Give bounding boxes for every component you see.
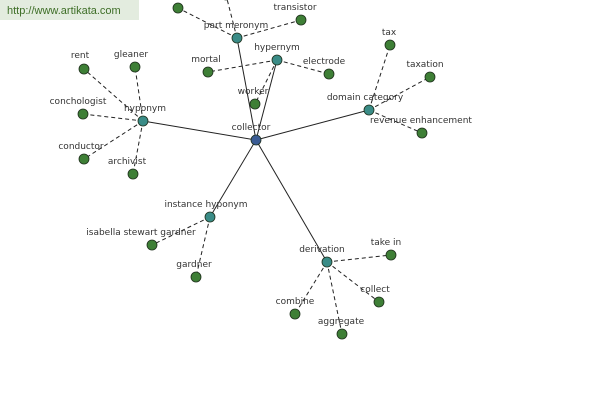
leaf-label-gleaner: gleaner bbox=[114, 50, 149, 60]
edge-hypernym-worker bbox=[254, 59, 278, 105]
edge-derivation-combine bbox=[294, 261, 328, 315]
edge-hyponym-rent bbox=[83, 68, 144, 122]
leaf-label-mortal: mortal bbox=[191, 55, 221, 65]
edge-derivation-take-in bbox=[326, 254, 392, 263]
relation-label-domain-category: domain category bbox=[327, 93, 404, 103]
relation-node-derivation[interactable] bbox=[321, 256, 333, 268]
leaf-node-unlabeled-0[interactable] bbox=[172, 2, 184, 14]
edge-hyponym-conchologist bbox=[82, 113, 144, 122]
edge-collector-part-meronym bbox=[236, 37, 257, 141]
leaf-node-gardner[interactable] bbox=[190, 271, 202, 283]
leaf-node-taxation[interactable] bbox=[424, 71, 436, 83]
leaf-label-rent: rent bbox=[71, 51, 90, 61]
edge-instance-hyponym-isabella-stewart-gardner bbox=[151, 216, 211, 246]
leaf-label-combine: combine bbox=[276, 297, 315, 307]
edge-hypernym-electrode bbox=[276, 59, 330, 75]
leaf-label-gardner: gardner bbox=[176, 260, 212, 270]
labels-layer: transistor part meronym mortal electrode wor… bbox=[50, 3, 473, 327]
edge-collector-instance-hyponym bbox=[209, 139, 257, 218]
leaf-node-tax[interactable] bbox=[384, 39, 396, 51]
leaf-label-taxation: taxation bbox=[406, 60, 443, 70]
leaf-label-take-in: take in bbox=[371, 238, 402, 248]
relation-label-derivation: derivation bbox=[299, 245, 345, 255]
edges-layer bbox=[82, 0, 431, 335]
leaf-label-revenue-enhancement: revenue enhancement bbox=[370, 116, 472, 126]
leaf-label-tax: tax bbox=[382, 28, 397, 38]
edge-collector-derivation bbox=[255, 139, 328, 263]
leaf-node-archivist[interactable] bbox=[127, 168, 139, 180]
watermark-link[interactable]: http://www.artikata.com bbox=[0, 0, 139, 20]
edge-collector-hypernym bbox=[255, 59, 278, 141]
leaf-node-isabella-stewart-gardner[interactable] bbox=[146, 239, 158, 251]
leaf-node-electrode[interactable] bbox=[323, 68, 335, 80]
leaf-node-combine[interactable] bbox=[289, 308, 301, 320]
leaf-node-collect[interactable] bbox=[373, 296, 385, 308]
leaf-label-conchologist: conchologist bbox=[50, 97, 107, 107]
leaf-label-collect: collect bbox=[360, 285, 390, 295]
center-node-collector[interactable] bbox=[250, 134, 262, 146]
leaf-label-isabella-stewart-gardner: isabella stewart gardner bbox=[86, 228, 196, 238]
leaf-label-transistor: transistor bbox=[273, 3, 316, 13]
leaf-label-aggregate: aggregate bbox=[318, 317, 365, 327]
leaf-node-revenue-enhancement[interactable] bbox=[416, 127, 428, 139]
leaf-node-rent[interactable] bbox=[78, 63, 90, 75]
relation-node-hypernym[interactable] bbox=[271, 54, 283, 66]
leaf-node-transistor[interactable] bbox=[295, 14, 307, 26]
relation-node-domain-category[interactable] bbox=[363, 104, 375, 116]
relation-label-part-meronym: part meronym bbox=[204, 21, 268, 31]
leaf-node-gleaner[interactable] bbox=[129, 61, 141, 73]
leaf-node-worker[interactable] bbox=[249, 98, 261, 110]
edge-hyponym-conductor bbox=[83, 120, 144, 160]
leaf-node-conductor[interactable] bbox=[78, 153, 90, 165]
edge-domain-category-tax bbox=[368, 44, 391, 111]
edge-hypernym-mortal bbox=[207, 59, 278, 73]
relation-node-part-meronym[interactable] bbox=[231, 32, 243, 44]
leaf-node-conchologist[interactable] bbox=[77, 108, 89, 120]
relation-label-hyponym: hyponym bbox=[124, 104, 166, 114]
leaf-node-mortal[interactable] bbox=[202, 66, 214, 78]
leaf-label-electrode: electrode bbox=[303, 57, 346, 67]
edge-part-meronym-unlabeled-1 bbox=[226, 0, 238, 39]
edge-derivation-collect bbox=[326, 261, 380, 303]
edge-collector-domain-category bbox=[255, 109, 370, 141]
edge-domain-category-taxation bbox=[368, 76, 431, 111]
leaf-node-take-in[interactable] bbox=[385, 249, 397, 261]
leaf-node-aggregate[interactable] bbox=[336, 328, 348, 340]
relation-label-instance-hyponym: instance hyponym bbox=[164, 200, 247, 210]
edge-hyponym-archivist bbox=[132, 120, 144, 175]
relation-node-hyponym[interactable] bbox=[137, 115, 149, 127]
center-label: collector bbox=[232, 123, 271, 133]
leaf-label-worker: worker bbox=[238, 87, 269, 97]
relation-label-hypernym: hypernym bbox=[254, 43, 300, 53]
leaf-label-conductor: conductor bbox=[58, 142, 104, 152]
edge-domain-category-revenue-enhancement bbox=[368, 109, 423, 134]
nodes-layer bbox=[77, 0, 436, 340]
edge-hyponym-gleaner bbox=[134, 66, 144, 122]
leaf-label-archivist: archivist bbox=[108, 157, 147, 167]
edge-instance-hyponym-gardner bbox=[195, 216, 211, 278]
relation-node-instance-hyponym[interactable] bbox=[204, 211, 216, 223]
edge-collector-hyponym bbox=[142, 120, 257, 141]
edge-derivation-aggregate bbox=[326, 261, 343, 335]
